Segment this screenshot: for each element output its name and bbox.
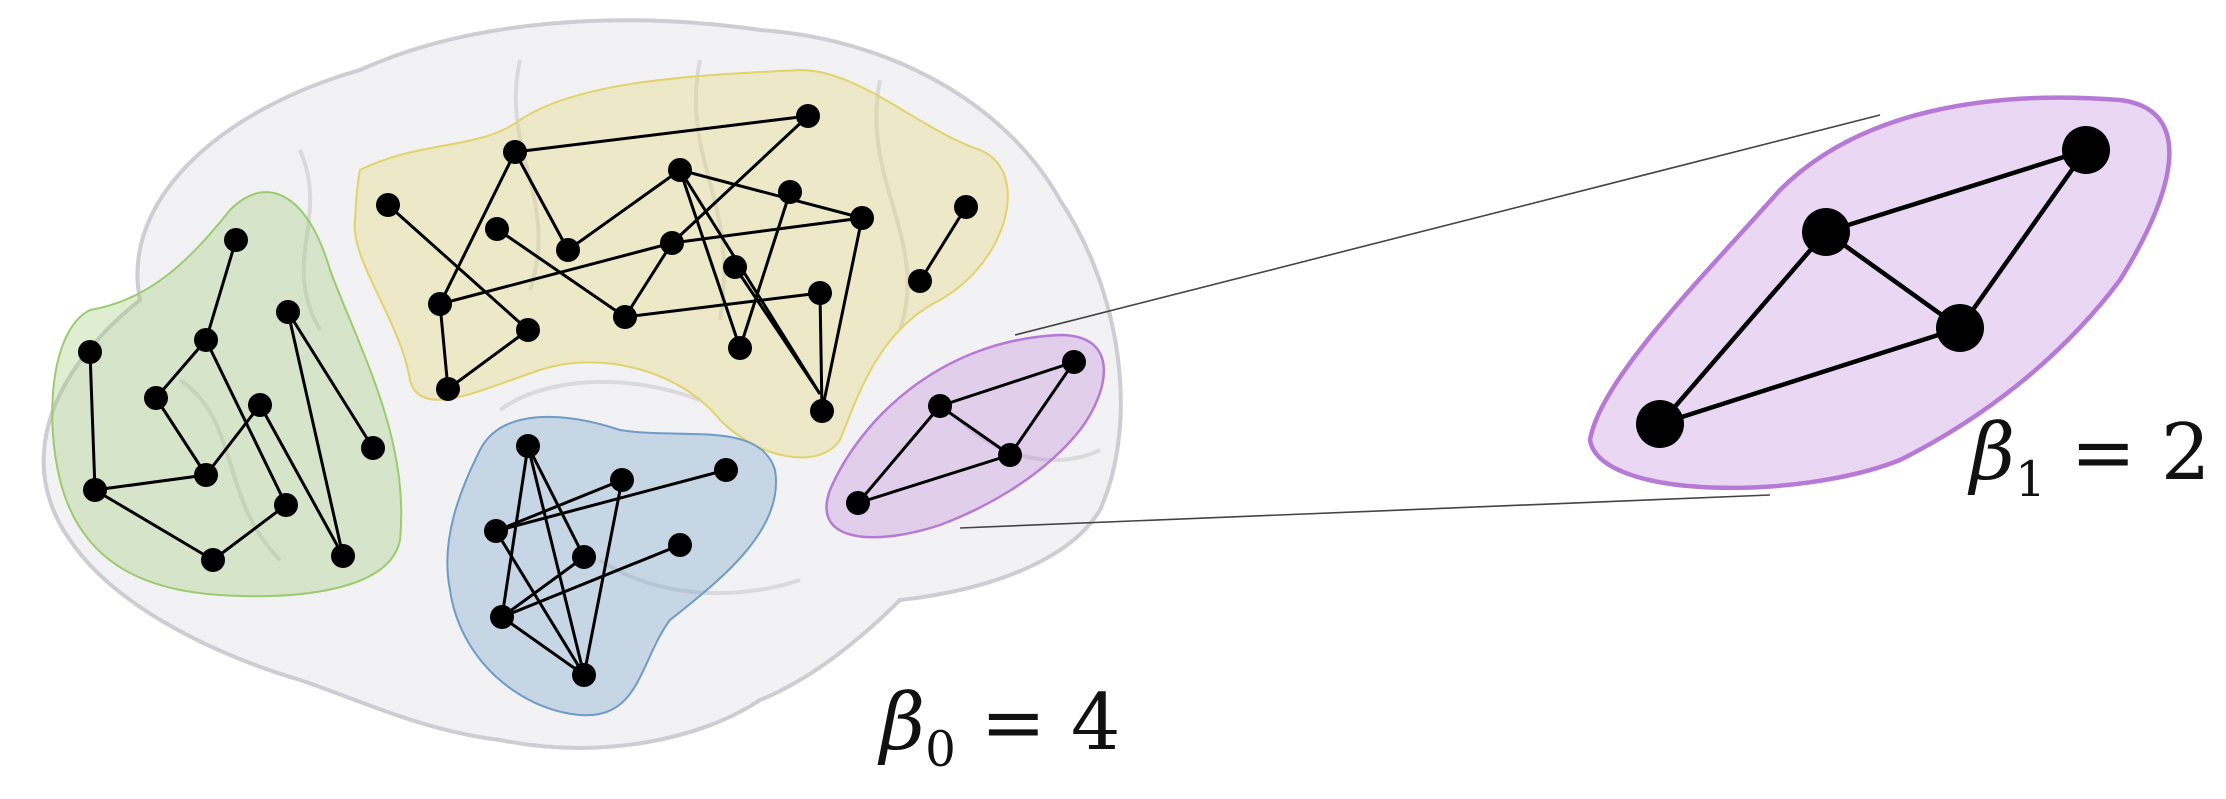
beta1-symbol: β: [1970, 408, 2016, 498]
beta1-value: = 2: [2045, 408, 2211, 498]
network-nodes: [78, 104, 2110, 687]
zoom-connector-lines: [959, 114, 1881, 529]
beta0-symbol: β: [880, 678, 926, 768]
region-purple-small: [825, 333, 1106, 539]
beta0-label: β0 = 4: [880, 678, 1120, 778]
network-edges: [88, 114, 2088, 677]
region-green: [51, 191, 403, 598]
beta1-label: β1 = 2: [1970, 408, 2210, 508]
beta0-value: = 4: [955, 678, 1121, 768]
region-yellow: [353, 68, 1009, 459]
region-purple-zoom: [1587, 95, 2172, 491]
beta1-subscript: 1: [2015, 451, 2046, 508]
brain-outline-icon: [41, 18, 1123, 750]
beta0-subscript: 0: [925, 721, 956, 778]
region-blue: [446, 415, 778, 717]
